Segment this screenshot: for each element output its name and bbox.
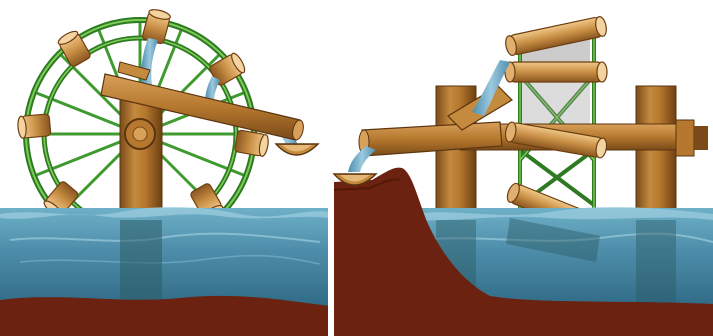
water-body (0, 207, 330, 308)
right-panel (334, 16, 713, 336)
wooden-trough-icon (359, 122, 502, 156)
panel-divider (328, 0, 334, 336)
riverbed-soil (0, 296, 330, 336)
left-panel (0, 8, 330, 336)
